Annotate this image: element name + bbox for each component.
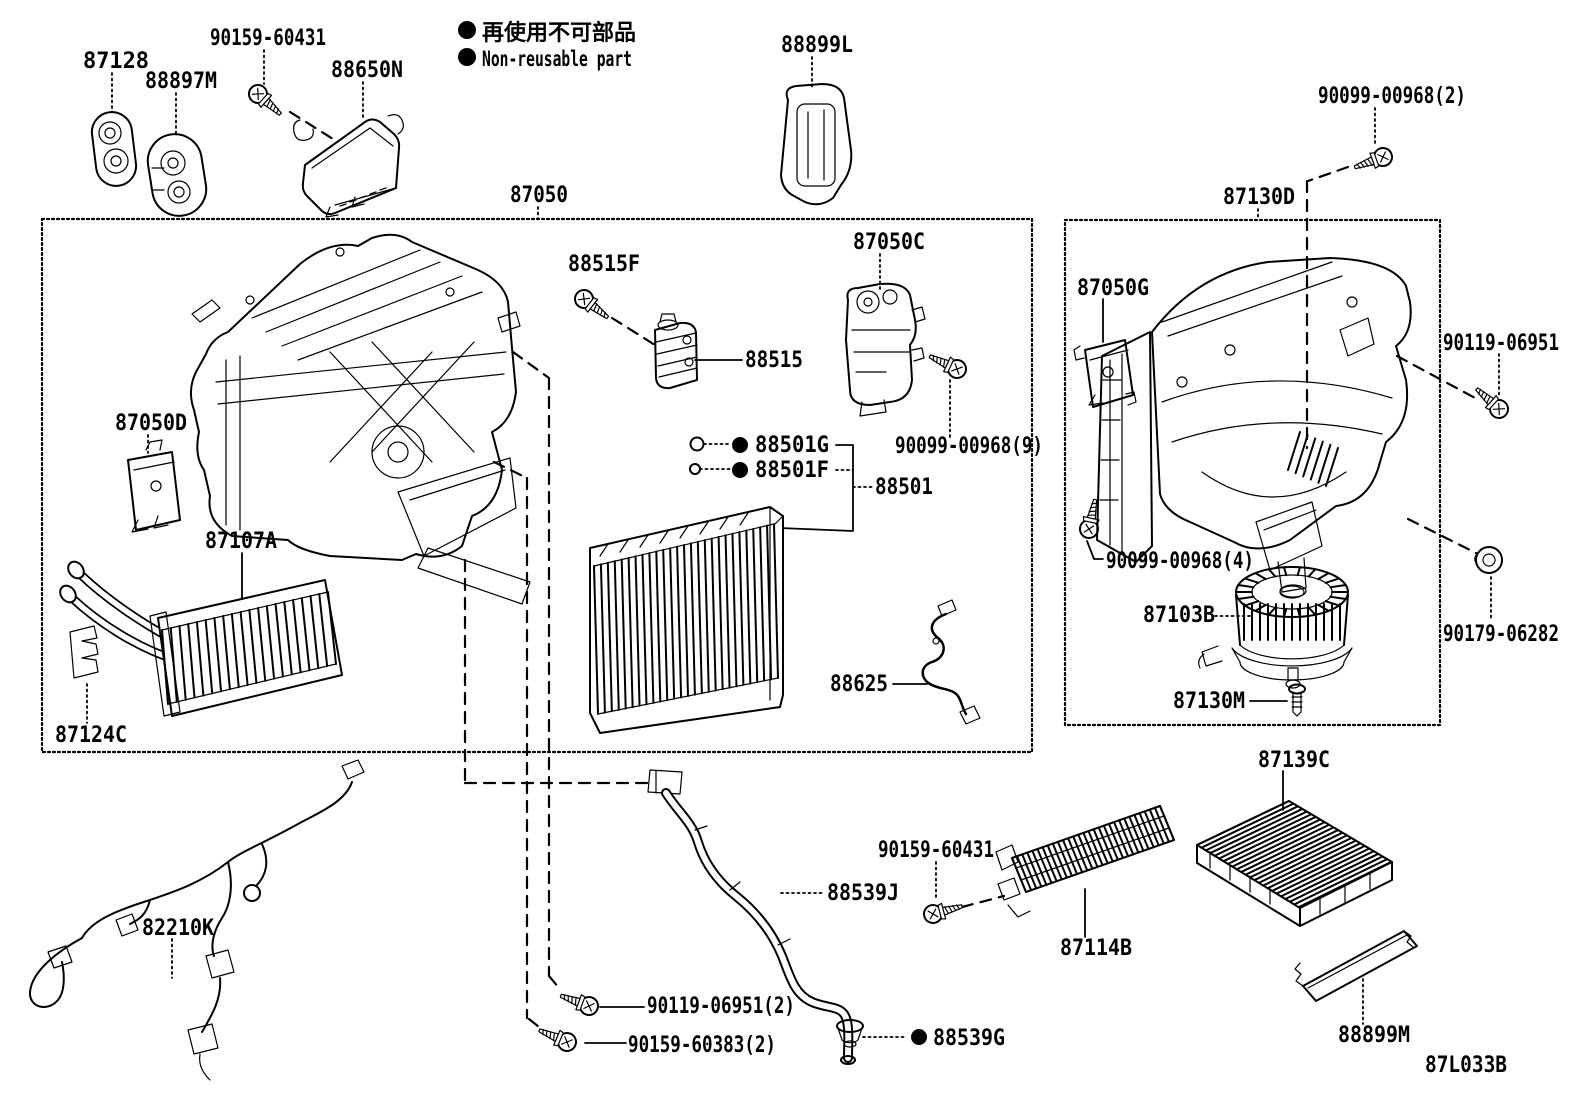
callout-88899M: 88899M — [1338, 1023, 1410, 1048]
part-88650N-amplifier — [293, 114, 404, 218]
part-87124C-clamp — [69, 625, 99, 679]
callout-82210K: 82210K — [142, 916, 215, 941]
callout-90099-00968-2: 90099-00968(2) — [1318, 84, 1466, 109]
callout-88515: 88515 — [745, 348, 803, 373]
callout-labels: 87128 88897M 90159-60431 88650N 88899L 8… — [55, 26, 1559, 1078]
screw-90099-00968-2 — [1350, 144, 1396, 177]
part-87107A-heater-core — [59, 560, 343, 717]
callout-90159-60383-2: 90159-60383(2) — [628, 1033, 776, 1058]
part-87103B-blower-motor — [1198, 566, 1353, 689]
callout-88515F: 88515F — [568, 252, 640, 277]
screw-90159-60431-bottom — [920, 896, 966, 927]
part-88899L-cover — [780, 83, 853, 206]
screw-90159-60431-top — [244, 80, 288, 122]
callout-88897M: 88897M — [145, 69, 217, 94]
screw-90119-06951-2 — [556, 986, 602, 1019]
non-reusable-marker-icon — [458, 48, 476, 66]
callout-90179-06282: 90179-06282 — [1443, 622, 1559, 647]
leader-lines — [86, 49, 1500, 1044]
callout-90159-60431-top: 90159-60431 — [210, 26, 326, 51]
callout-87103B: 87103B — [1143, 603, 1215, 628]
diagram-code: 87L033B — [1425, 1053, 1507, 1078]
callout-87130D: 87130D — [1223, 185, 1295, 210]
callout-90119-06951: 90119-06951 — [1443, 331, 1559, 356]
callout-88501G: 88501G — [755, 433, 829, 458]
non-reusable-marker-icon — [732, 437, 748, 453]
part-87050C-servo — [845, 282, 926, 417]
non-reusable-marker-icon — [911, 1029, 927, 1045]
grommet-90179-06282 — [1474, 546, 1503, 574]
blower-unit-drawing — [1096, 257, 1412, 598]
non-reusable-marker-icon — [732, 462, 748, 478]
screw-90099-00968-4 — [1077, 496, 1106, 541]
callout-87130M: 87130M — [1173, 689, 1245, 714]
markers — [689, 436, 927, 1045]
callout-88501: 88501 — [875, 475, 933, 500]
callout-87050G: 87050G — [1077, 276, 1149, 301]
callout-90119-06951-2: 90119-06951(2) — [647, 994, 795, 1019]
fasteners — [244, 80, 1513, 1055]
callout-88650N: 88650N — [331, 58, 403, 83]
non-reusable-marker-icon — [458, 21, 476, 39]
callout-87114B: 87114B — [1060, 936, 1132, 961]
part-88539G-grommet — [836, 1019, 864, 1048]
part-82210K-wiring-harness — [28, 759, 365, 1081]
part-87139C-cabin-filter — [1196, 800, 1393, 927]
heater-unit-assembly-box — [40, 217, 1034, 754]
callout-88899L: 88899L — [781, 33, 853, 58]
part-87114B-filter-frame — [995, 805, 1175, 918]
o-ring-88501F — [689, 463, 701, 475]
callout-87050: 87050 — [510, 183, 568, 208]
callout-87139C: 87139C — [1258, 748, 1330, 773]
callout-90099-00968-4: 90099-00968(4) — [1106, 549, 1254, 574]
part-88625-thermistor — [921, 599, 981, 725]
part-88539J-drain-hose — [647, 769, 856, 1065]
legend-text-en: Non-reusable part — [482, 47, 632, 71]
callout-88625: 88625 — [830, 672, 888, 697]
callout-87128: 87128 — [83, 49, 149, 74]
callout-88539J: 88539J — [827, 881, 899, 906]
legend: 再使用不可部品 Non-reusable part — [458, 20, 636, 71]
part-88501-evaporator — [589, 506, 784, 734]
heater-unit-drawing — [190, 233, 531, 605]
part-87128-grommet — [90, 111, 138, 187]
part-88897M-grommet — [146, 133, 208, 217]
screw-90159-60383-2 — [534, 1020, 580, 1055]
callout-88501F: 88501F — [755, 458, 829, 483]
callout-90159-60431-bottom: 90159-60431 — [878, 838, 994, 863]
legend-text-jp: 再使用不可部品 — [482, 20, 636, 46]
callout-87050D: 87050D — [115, 411, 187, 436]
callout-87124C: 87124C — [55, 723, 127, 748]
callout-87050C: 87050C — [853, 230, 925, 255]
callout-88539G: 88539G — [933, 1026, 1005, 1051]
screw-88515F — [570, 285, 615, 326]
callout-87107A: 87107A — [205, 529, 277, 554]
blower-unit-assembly-box — [1063, 218, 1442, 727]
screw-90099-00968-9 — [925, 347, 970, 382]
part-87050G-servo — [1073, 339, 1137, 408]
part-88515-expansion-valve — [654, 313, 698, 390]
screw-90119-06951 — [1469, 381, 1513, 423]
callout-90099-00968-9: 90099-00968(9) — [895, 434, 1043, 459]
o-ring-88501G — [689, 436, 705, 452]
bolt-87130M — [1288, 683, 1306, 717]
part-88899M-cover-plate — [1294, 930, 1418, 1002]
part-87050D-servo — [127, 439, 181, 533]
